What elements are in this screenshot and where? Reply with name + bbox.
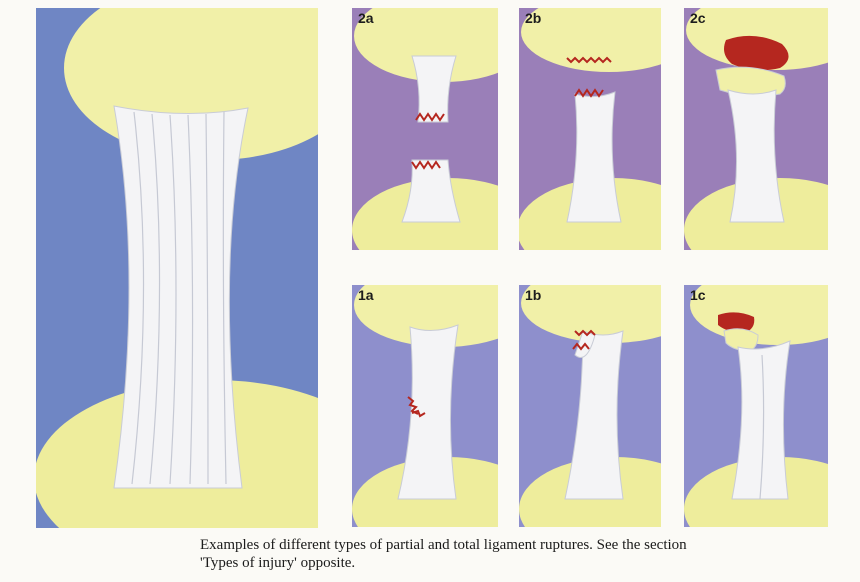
caption-line-2: 'Types of injury' opposite. (200, 555, 355, 571)
panel-2a-drawing (352, 8, 498, 250)
panel-2b-drawing (519, 8, 661, 250)
panel-2a: 2a (352, 8, 498, 250)
panel-1a-drawing (352, 285, 498, 527)
panel-1c-label: 1c (690, 287, 706, 303)
panel-2c-drawing (684, 8, 828, 250)
panel-1b-label: 1b (525, 287, 541, 303)
panel-2b-label: 2b (525, 10, 541, 26)
panel-2a-label: 2a (358, 10, 374, 26)
figure-caption: Examples of different types of partial a… (200, 536, 840, 572)
panel-2c-label: 2c (690, 10, 706, 26)
panel-1b-drawing (519, 285, 661, 527)
ligament (114, 106, 248, 488)
intact-ligament-drawing (36, 8, 318, 528)
intact-ligament-illustration (36, 8, 318, 528)
panel-1c: 1c (684, 285, 828, 527)
panel-1a: 1a (352, 285, 498, 527)
panel-2c: 2c (684, 8, 828, 250)
panel-1a-label: 1a (358, 287, 374, 303)
panel-1c-drawing (684, 285, 828, 527)
panel-1b: 1b (519, 285, 661, 527)
caption-line-1: Examples of different types of partial a… (200, 537, 687, 553)
panel-2b: 2b (519, 8, 661, 250)
